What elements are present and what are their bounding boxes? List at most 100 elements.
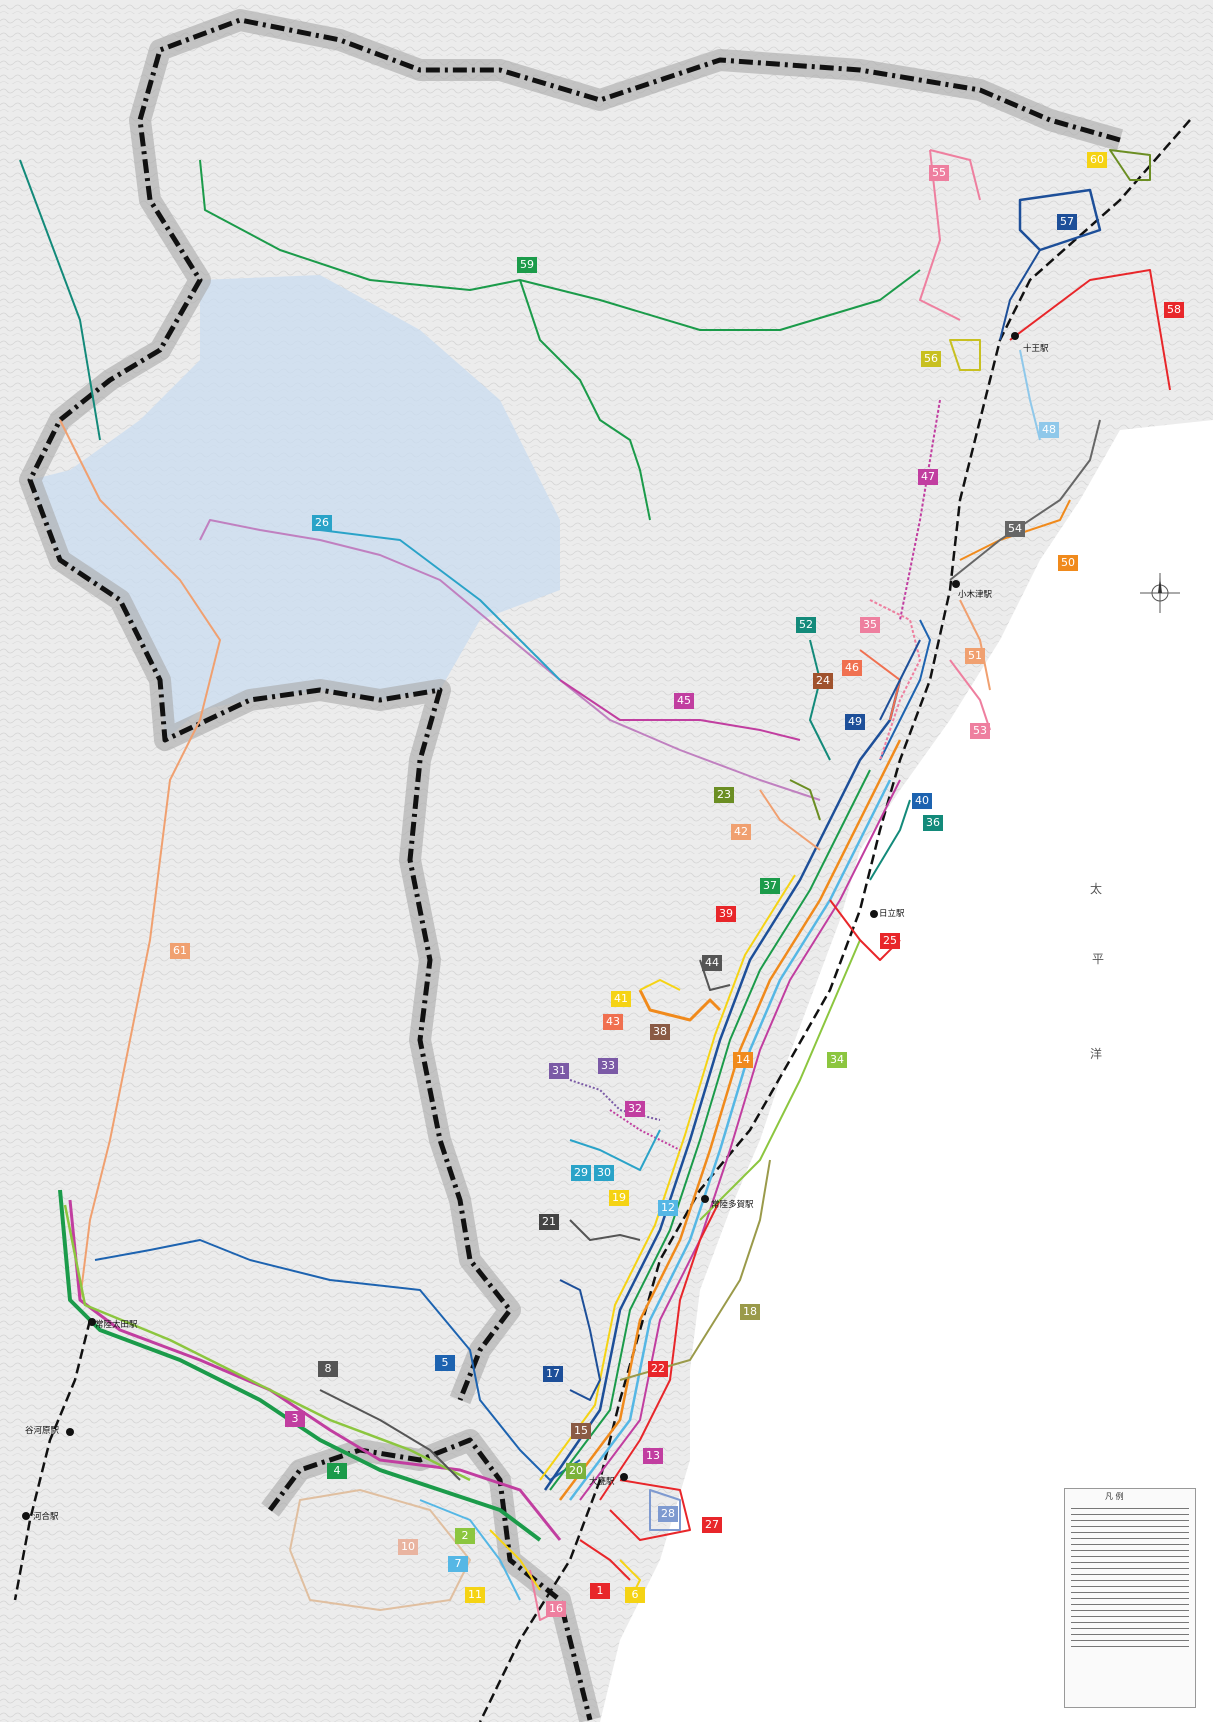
route-label-35: 35 (860, 617, 880, 633)
highlighted-area (30, 275, 560, 740)
route-label-22: 22 (648, 1361, 668, 1377)
legend-row (1071, 1616, 1189, 1617)
municipal-boundary (27, 17, 1121, 1721)
station-ota-label: 常陸太田駅 (95, 1320, 138, 1330)
route-label-46: 46 (842, 660, 862, 676)
route-label-27: 27 (702, 1517, 722, 1533)
route-label-15: 15 (571, 1423, 591, 1439)
legend-row (1071, 1520, 1189, 1521)
legend-row (1071, 1514, 1189, 1515)
sea-label-3: 洋 (1090, 1047, 1103, 1061)
route-22-line (599, 1199, 721, 1501)
route-35-line (869, 599, 921, 761)
route-label-54: 54 (1005, 521, 1025, 537)
route-label-47: 47 (918, 469, 938, 485)
route-label-21: 21 (539, 1214, 559, 1230)
route-34-line (699, 939, 861, 1221)
station-omika-dot (620, 1473, 628, 1481)
route-label-26: 26 (312, 515, 332, 531)
sea-area (600, 420, 1213, 1722)
route-label-41: 41 (611, 991, 631, 1007)
legend-row (1071, 1544, 1189, 1545)
sea-label-1: 太 (1090, 882, 1103, 896)
legend-row (1071, 1538, 1189, 1539)
route-label-6: 6 (625, 1587, 645, 1603)
station-taga-label: 常陸多賀駅 (711, 1200, 754, 1210)
route-50-line (959, 499, 1071, 561)
route-label-29: 29 (571, 1165, 591, 1181)
route-label-1: 1 (590, 1583, 610, 1599)
route-label-53: 53 (970, 723, 990, 739)
route-label-59: 59 (517, 257, 537, 273)
route-52-line (809, 639, 831, 761)
legend-row (1071, 1604, 1189, 1605)
route-label-13: 13 (643, 1448, 663, 1464)
station-yagawara-dot (66, 1428, 74, 1436)
route-label-36: 36 (923, 815, 943, 831)
route-label-12: 12 (658, 1200, 678, 1216)
legend-row (1071, 1532, 1189, 1533)
route-5-line (94, 1239, 581, 1481)
route-label-28: 28 (658, 1506, 678, 1522)
legend-row (1071, 1526, 1189, 1527)
route-label-39: 39 (716, 906, 736, 922)
route-58-line (1009, 269, 1171, 391)
route-57-line (1018, 188, 1102, 252)
route-label-58: 58 (1164, 302, 1184, 318)
legend-row (1071, 1580, 1189, 1581)
route-label-8: 8 (318, 1361, 338, 1377)
route-label-18: 18 (740, 1304, 760, 1320)
route-label-50: 50 (1058, 555, 1078, 571)
station-ogitsu-label: 小木津駅 (958, 590, 993, 600)
route-37-line (549, 769, 871, 1491)
station-taga-dot (701, 1195, 709, 1203)
station-ota-dot (88, 1318, 96, 1326)
legend-row (1071, 1628, 1189, 1629)
legend-rows (1065, 1503, 1195, 1647)
route-label-11: 11 (465, 1587, 485, 1603)
station-hitachi-dot (870, 910, 878, 918)
route-12-line (569, 779, 892, 1501)
legend-row (1071, 1574, 1189, 1575)
route-26-blue (319, 529, 561, 681)
route-53-line (949, 659, 991, 731)
legend-row (1071, 1508, 1189, 1509)
route-21-line (569, 1219, 641, 1241)
route-57-link (999, 249, 1041, 341)
legend-panel: 凡 例 (1064, 1488, 1196, 1708)
route-23-line (789, 779, 821, 821)
legend-title: 凡 例 (1105, 1492, 1124, 1501)
route-17-line (543, 679, 902, 1491)
route-label-4: 4 (327, 1463, 347, 1479)
route-49-line (879, 639, 921, 721)
route-label-60: 60 (1087, 152, 1107, 168)
route-label-40: 40 (912, 793, 932, 809)
route-54-line (949, 419, 1101, 581)
route-26-line (199, 519, 821, 801)
route-label-19: 19 (609, 1190, 629, 1206)
legend-row (1071, 1598, 1189, 1599)
route-label-57: 57 (1057, 214, 1077, 230)
route-2-line (63, 1204, 471, 1482)
route-label-42: 42 (731, 824, 751, 840)
legend-row (1071, 1622, 1189, 1623)
route-label-55: 55 (929, 165, 949, 181)
legend-row (1071, 1568, 1189, 1569)
route-label-23: 23 (714, 787, 734, 803)
route-1-line (579, 1539, 631, 1581)
route-label-43: 43 (603, 1014, 623, 1030)
route-61-line (59, 419, 221, 1301)
route-60-line (1109, 149, 1151, 181)
legend-row (1071, 1562, 1189, 1563)
route-teal-west (19, 159, 101, 441)
route-17-loop (559, 1279, 601, 1401)
route-59-branch (519, 279, 651, 521)
legend-row (1071, 1550, 1189, 1551)
route-label-3: 3 (285, 1411, 305, 1427)
route-10-line (289, 1489, 471, 1611)
route-label-49: 49 (845, 714, 865, 730)
legend-row (1071, 1646, 1189, 1647)
route-label-20: 20 (566, 1463, 586, 1479)
route-56-line (949, 339, 981, 371)
